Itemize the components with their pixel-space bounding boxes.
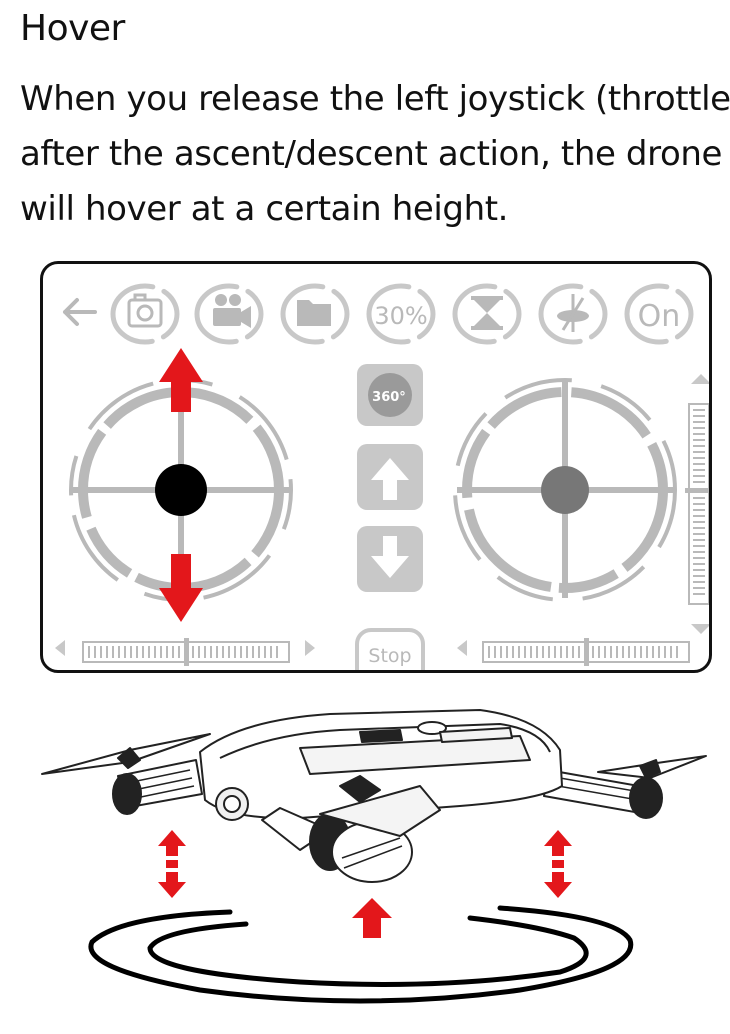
video-button[interactable]: [194, 283, 264, 345]
flip-360-button[interactable]: 360°: [357, 364, 423, 426]
throttle-up-arrow: [159, 348, 203, 412]
left-up-down-arrow: [158, 830, 186, 898]
ground-shadow-rings: [88, 905, 634, 1004]
down-arrow-icon: [371, 536, 409, 578]
camera-icon: [127, 293, 163, 328]
descend-button[interactable]: [357, 526, 423, 592]
controller-screen: 30% On: [40, 261, 712, 673]
instruction-paragraph: When you release the left joystick (thro…: [20, 72, 730, 237]
left-trim-slider[interactable]: [55, 638, 315, 666]
throttle-down-arrow: [159, 554, 203, 622]
instruction-line-2: after the ascent/descent action, the dro…: [20, 134, 723, 174]
stop-button[interactable]: Stop: [355, 628, 425, 673]
right-joystick[interactable]: [453, 378, 677, 602]
hourglass-button[interactable]: [452, 283, 522, 345]
right-vertical-trim-slider[interactable]: [685, 374, 712, 634]
right-joystick-knob[interactable]: [541, 466, 589, 514]
folder-icon: [297, 300, 331, 326]
gyro-button[interactable]: [538, 283, 608, 345]
controller-screen-graphic: 30% On: [55, 283, 712, 673]
right-up-down-arrow: [544, 830, 572, 898]
flip-360-label: 360°: [372, 390, 406, 405]
right-trim-slider[interactable]: [457, 638, 690, 666]
drone-drawing: [41, 709, 707, 883]
headless-on-label: On: [638, 299, 681, 334]
headless-on-button[interactable]: [624, 283, 694, 345]
drone-illustration-graphic: [41, 709, 707, 1004]
folder-button[interactable]: [280, 283, 350, 345]
instruction-line-1: When you release the left joystick (thro…: [20, 79, 730, 119]
ascend-button[interactable]: [357, 444, 423, 510]
left-joystick-knob[interactable]: [155, 464, 207, 516]
speed-label: 30%: [374, 302, 427, 330]
camera-button[interactable]: [110, 283, 180, 345]
instruction-line-3: will hover at a certain height.: [20, 189, 509, 229]
center-up-arrow: [352, 898, 392, 938]
left-joystick[interactable]: [69, 348, 293, 622]
back-arrow-icon[interactable]: [63, 298, 97, 326]
up-arrow-icon: [371, 458, 409, 500]
hourglass-icon: [471, 296, 503, 330]
video-camera-icon: [213, 294, 251, 328]
speed-button[interactable]: [366, 283, 436, 345]
stop-label: Stop: [368, 645, 411, 667]
gyro-icon: [557, 294, 589, 332]
drone-illustration: [0, 690, 730, 1030]
page-title: Hover: [20, 8, 125, 49]
